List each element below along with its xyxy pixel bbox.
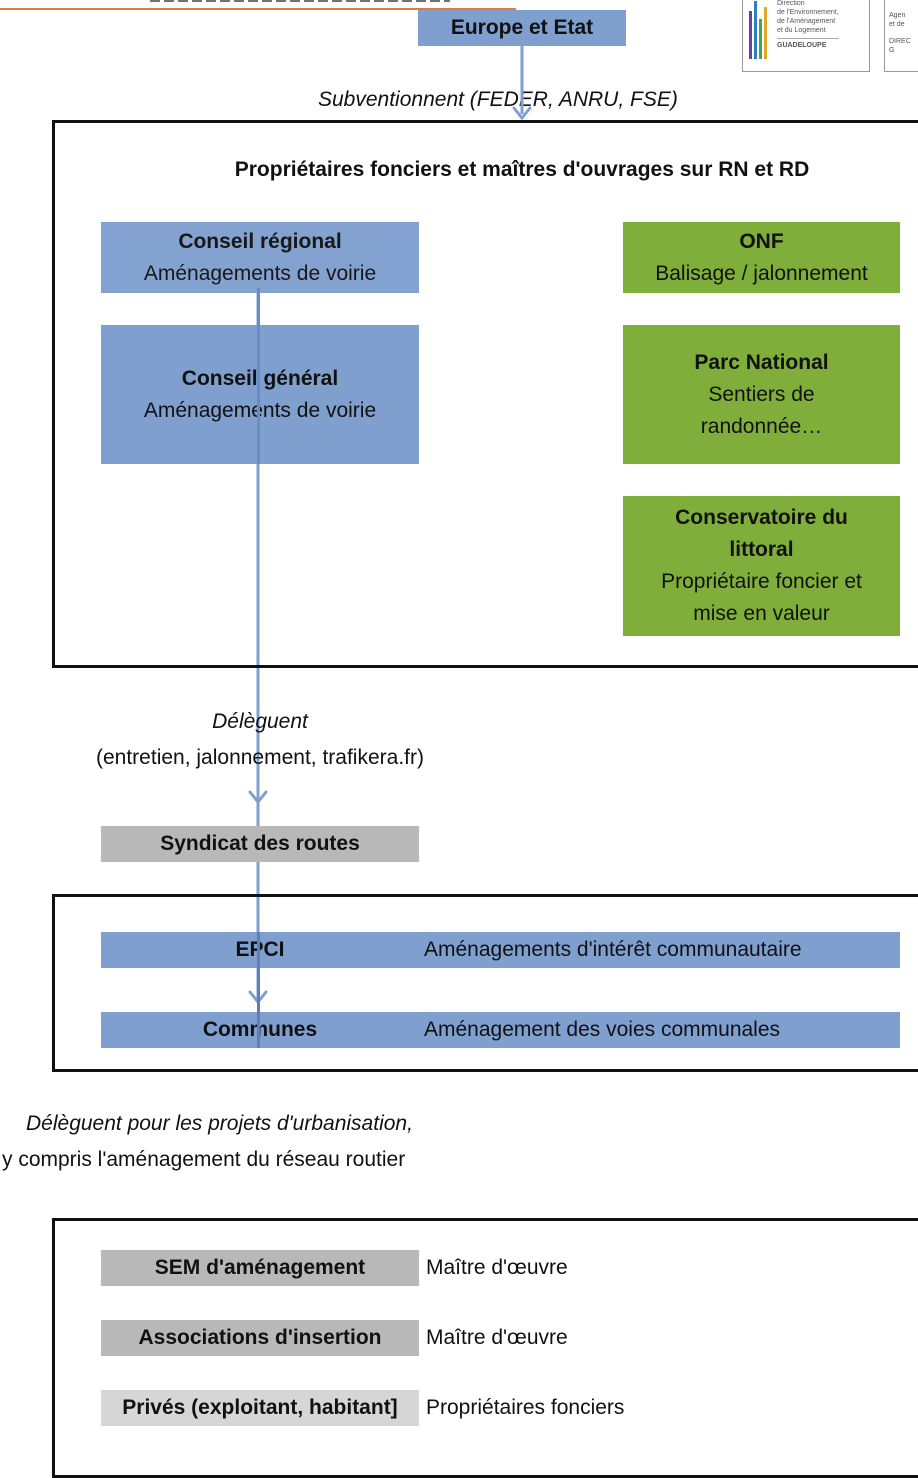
operator-role: Maître d'œuvre (426, 1326, 568, 1349)
syndicat-box: Syndicat des routes (101, 826, 419, 862)
communes-role: Aménagement des voies communales (424, 1018, 781, 1041)
parc-national-name: Parc National (694, 350, 829, 374)
epci-name: EPCI (101, 932, 419, 968)
delegate-label: Délèguent (212, 710, 308, 733)
dreal-logo: Direction de l'Environnement, de l'Aména… (742, 0, 870, 72)
conservatoire-box: Conservatoire du littoral Propriétaire f… (623, 496, 900, 636)
conseil-regional-name: Conseil régional (178, 229, 342, 253)
operator-role: Propriétaires fonciers (426, 1396, 625, 1419)
header-title-fragment (150, 0, 450, 6)
onf-name: ONF (739, 229, 784, 253)
operator-row: SEM d'aménagement Maître d'œuvre (101, 1250, 901, 1286)
conservatoire-role-2: mise en valeur (693, 602, 830, 625)
operator-name: Associations d'insertion (101, 1320, 419, 1356)
conseil-general-box: Conseil général Aménagements de voirie (101, 325, 419, 464)
conseil-regional-role: Aménagements de voirie (143, 261, 377, 285)
communes-row: Communes Aménagement des voies communale… (101, 1012, 900, 1048)
urbanisation-line-overlay (257, 932, 260, 1048)
epci-row: EPCI Aménagements d'intérêt communautair… (101, 932, 900, 968)
operator-row: Privés (exploitant, habitant] Propriétai… (101, 1390, 901, 1426)
epci-role: Aménagements d'intérêt communautaire (424, 938, 802, 961)
parc-national-role-2: randonnée… (700, 414, 823, 438)
onf-role: Balisage / jalonnement (655, 261, 868, 285)
header-accent-line (0, 8, 516, 10)
delegate-detail: (entretien, jalonnement, trafikera.fr) (96, 746, 424, 769)
conseil-regional-box: Conseil régional Aménagements de voirie (101, 222, 419, 293)
communes-name: Communes (101, 1012, 419, 1048)
operator-name: Privés (exploitant, habitant] (101, 1390, 419, 1426)
europe-etat-box: Europe et Etat (418, 10, 626, 46)
delegation-line-overlay (257, 288, 260, 464)
logo-bars-icon (749, 0, 771, 59)
local-frame (52, 894, 918, 1072)
conservatoire-name-2: littoral (729, 538, 794, 561)
operator-row: Associations d'insertion Maître d'œuvre (101, 1320, 901, 1356)
conservatoire-role-1: Propriétaire foncier et (661, 570, 862, 593)
delegate-urbanisation-line2: y compris l'aménagement du réseau routie… (2, 1148, 406, 1171)
delegate-urbanisation-line1: Délèguent pour les projets d'urbanisatio… (26, 1112, 413, 1135)
subsidy-arrowhead (512, 106, 532, 121)
agency-logo: Agen et de DIREC G (884, 0, 918, 72)
parc-national-box: Parc National Sentiers de randonnée… (623, 325, 900, 464)
owners-frame (52, 120, 918, 668)
conservatoire-name-1: Conservatoire du (675, 506, 848, 529)
owners-title: Propriétaires fonciers et maîtres d'ouvr… (234, 158, 810, 181)
delegation-arrowhead (248, 790, 268, 805)
operator-role: Maître d'œuvre (426, 1256, 568, 1279)
subsidies-label: Subventionnent (FEDER, ANRU, FSE) (318, 88, 678, 111)
parc-national-role-1: Sentiers de (708, 382, 815, 406)
onf-box: ONF Balisage / jalonnement (623, 222, 900, 293)
operator-name: SEM d'aménagement (101, 1250, 419, 1286)
